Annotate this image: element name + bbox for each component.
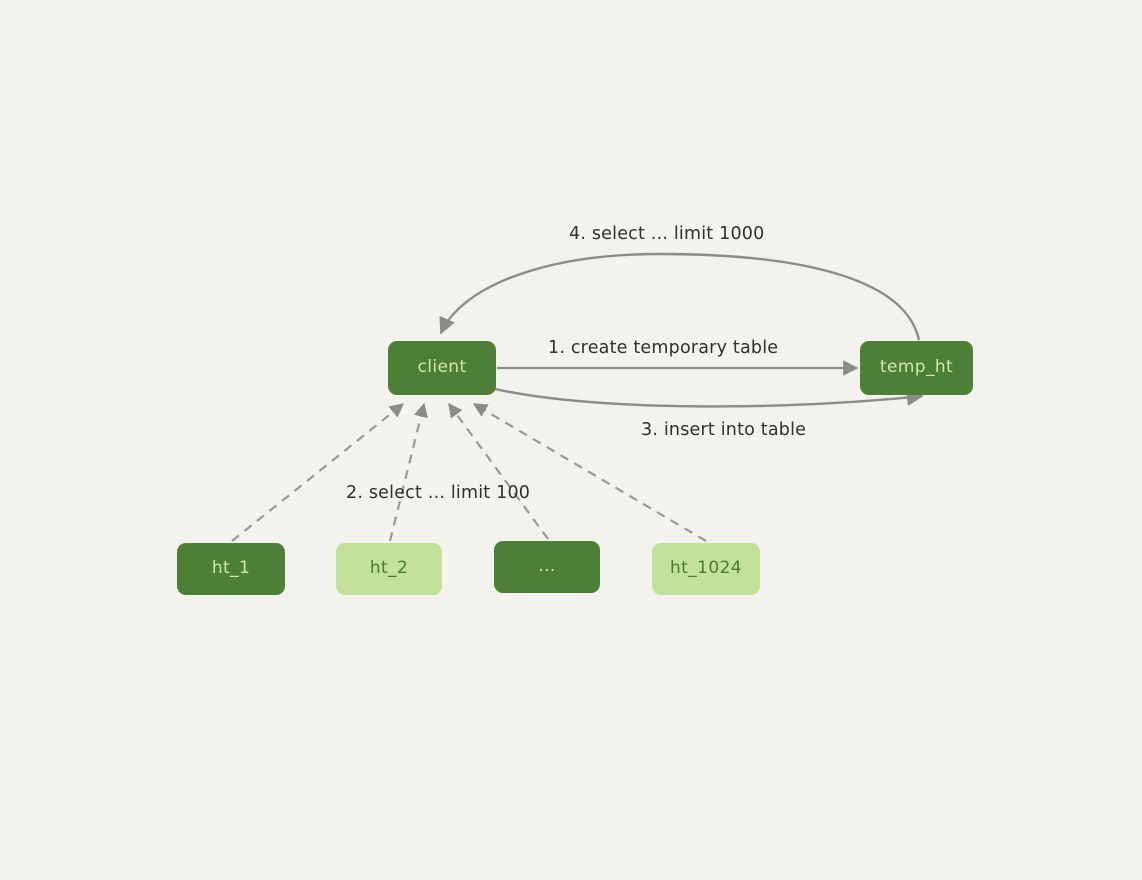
node-ht-1-label: ht_1	[211, 557, 251, 578]
edge-shard-ht-1-to-client	[231, 403, 405, 542]
node-ellipsis-label: ...	[538, 555, 556, 576]
node-ellipsis[interactable]: ...	[494, 541, 600, 593]
edge-select-limit-1000	[439, 252, 921, 341]
node-temp-ht-label: temp_ht	[879, 356, 954, 377]
edge-shard-ht-1024-to-client	[472, 403, 707, 542]
node-ht-2[interactable]: ht_2	[336, 543, 442, 595]
edge-label-step-4: 4. select ... limit 1000	[569, 224, 765, 244]
edge-shard-ellipsis-to-client	[448, 402, 549, 540]
edge-label-step-3: 3. insert into table	[641, 420, 807, 440]
node-ht-1024-label: ht_1024	[669, 557, 742, 578]
node-ht-1[interactable]: ht_1	[177, 543, 285, 595]
node-ht-1024[interactable]: ht_1024	[652, 543, 760, 595]
edge-insert-into-table	[494, 387, 924, 408]
edge-label-step-2: 2. select ... limit 100	[346, 483, 531, 503]
node-temp-ht[interactable]: temp_ht	[860, 341, 973, 395]
edge-label-step-1: 1. create temporary table	[548, 338, 779, 358]
node-client[interactable]: client	[388, 341, 496, 395]
node-ht-2-label: ht_2	[369, 557, 409, 578]
edge-shard-ht-2-to-client	[388, 402, 428, 542]
node-client-label: client	[417, 356, 467, 377]
